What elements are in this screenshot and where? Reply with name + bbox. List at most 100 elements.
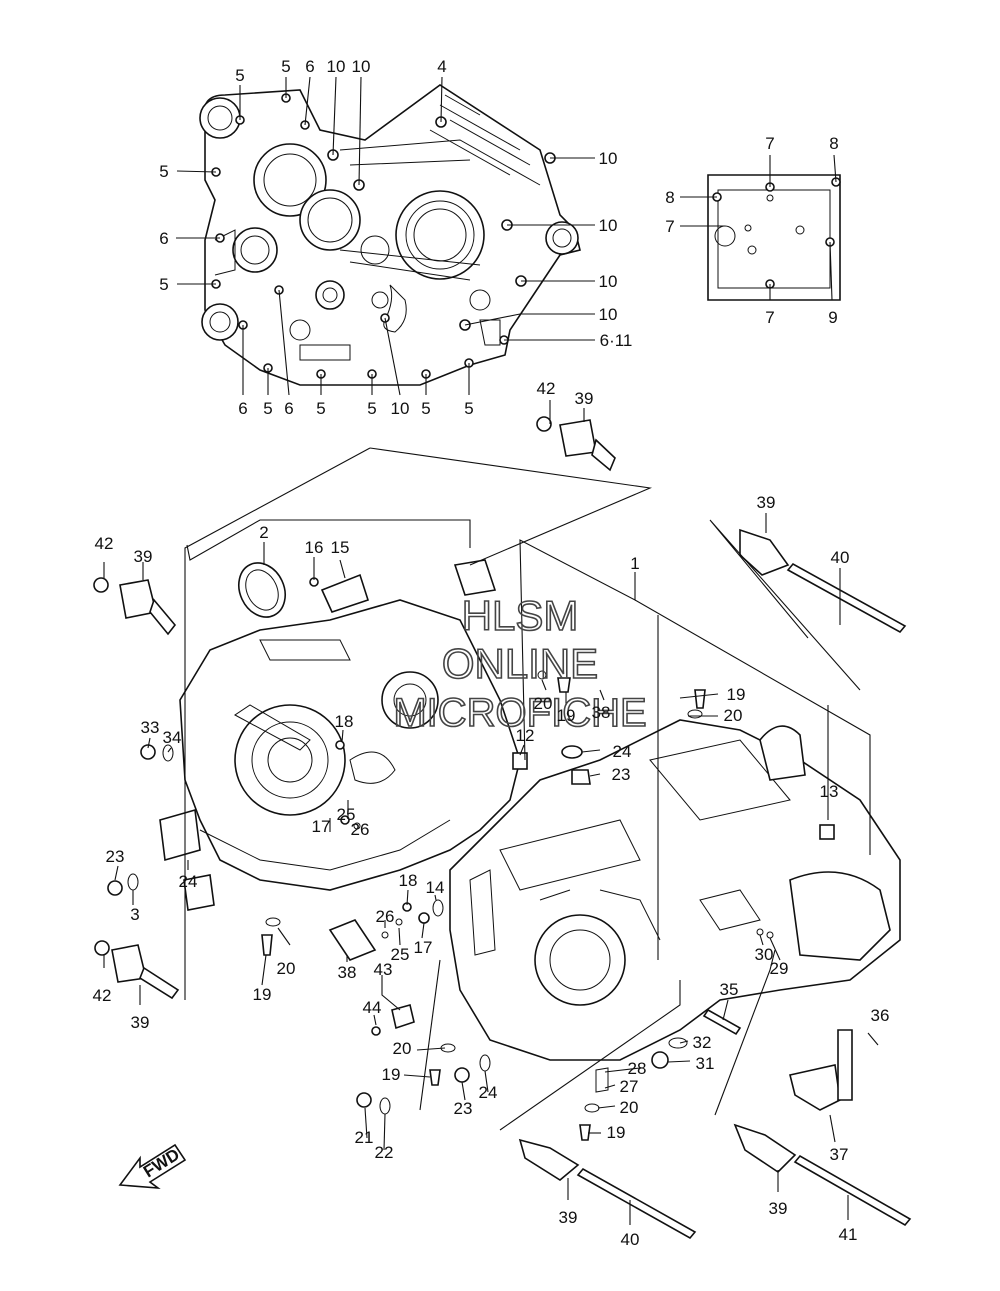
- callout: 15: [331, 538, 350, 557]
- callout: 40: [831, 548, 850, 567]
- callout: 5: [159, 275, 168, 294]
- callout: 17: [312, 817, 331, 836]
- right-crankcase: [449, 719, 901, 1061]
- cover-plate: [680, 154, 841, 301]
- callout: 22: [375, 1143, 394, 1162]
- callout: 12: [516, 726, 535, 745]
- callout: 26: [376, 907, 395, 926]
- leader-lines-top: [176, 76, 595, 396]
- callout: 26: [351, 820, 370, 839]
- callout: 19: [727, 685, 746, 704]
- callout: 38: [592, 703, 611, 722]
- callout: 5: [281, 57, 290, 76]
- callout: 29: [770, 959, 789, 978]
- callout: 4: [437, 57, 446, 76]
- callout: 18: [399, 871, 418, 890]
- callout: 24: [613, 742, 632, 761]
- callout: 40: [621, 1230, 640, 1249]
- callout: 20: [277, 959, 296, 978]
- callout: 24: [479, 1083, 498, 1102]
- callout: 34: [163, 728, 182, 747]
- callout: 21: [355, 1128, 374, 1147]
- callout: 24: [179, 872, 198, 891]
- callout: 42: [93, 986, 112, 1005]
- watermark-line-2: ONLINE: [442, 640, 598, 687]
- callout: 19: [607, 1123, 626, 1142]
- callout: 9: [828, 308, 837, 327]
- callout: 6·11: [600, 331, 633, 350]
- callout: 20: [534, 694, 553, 713]
- callout: 1: [630, 554, 639, 573]
- callout: 16: [305, 538, 324, 557]
- callout: 10: [599, 272, 618, 291]
- callout: 43: [374, 960, 393, 979]
- callout: 27: [620, 1077, 639, 1096]
- callout: 41: [839, 1225, 858, 1244]
- callout: 20: [724, 706, 743, 725]
- callout: 39: [131, 1013, 150, 1032]
- callout: 5: [316, 399, 325, 418]
- callout: 5: [235, 66, 244, 85]
- callout: 2: [259, 523, 268, 542]
- callout: 32: [693, 1033, 712, 1052]
- callout: 6: [159, 229, 168, 248]
- left-crankcase: [159, 599, 521, 891]
- callout: 42: [95, 534, 114, 553]
- watermark: HLSM ONLINE MICROFICHE: [393, 591, 648, 736]
- callout: 10: [599, 305, 618, 324]
- callout: 42: [537, 379, 556, 398]
- callout: 18: [335, 712, 354, 731]
- small-parts: [93, 416, 912, 1240]
- callout: 44: [363, 998, 382, 1017]
- callout: 19: [253, 985, 272, 1004]
- callout: 39: [757, 493, 776, 512]
- callout: 10: [599, 149, 618, 168]
- callout: 8: [665, 188, 674, 207]
- callout: 5: [367, 399, 376, 418]
- callout: 23: [106, 847, 125, 866]
- callout: 7: [665, 217, 674, 236]
- callout: 14: [426, 878, 445, 897]
- callout: 19: [382, 1065, 401, 1084]
- callout: 38: [338, 963, 357, 982]
- callout: 10: [599, 216, 618, 235]
- callout: 3: [130, 905, 139, 924]
- callout: 31: [696, 1054, 715, 1073]
- callout: 23: [454, 1099, 473, 1118]
- callout: 5: [263, 399, 272, 418]
- callout: 8: [829, 134, 838, 153]
- callout: 36: [871, 1006, 890, 1025]
- crankcase-face-view: [199, 84, 581, 386]
- callout: 5: [464, 399, 473, 418]
- callout: 6: [238, 399, 247, 418]
- callout: 30: [755, 945, 774, 964]
- callout: 19: [557, 706, 576, 725]
- callout: 5: [159, 162, 168, 181]
- callout: 23: [612, 765, 631, 784]
- callout: 20: [393, 1039, 412, 1058]
- watermark-line-1: HLSM: [462, 592, 579, 639]
- callout: 5: [421, 399, 430, 418]
- callout: 39: [575, 389, 594, 408]
- callout: 7: [765, 308, 774, 327]
- callout: 10: [391, 399, 410, 418]
- callout: 28: [628, 1059, 647, 1078]
- fastener-holes-top: [211, 93, 556, 379]
- part-callouts: 5 5 6 10 10 4 5 10 6 10 5 10 10 6·11 6 5…: [93, 57, 890, 1249]
- fwd-arrow: FWD: [118, 1143, 187, 1190]
- callout: 17: [414, 938, 433, 957]
- leader-lines-main: [103, 400, 879, 1225]
- callout: 25: [337, 805, 356, 824]
- callout: 6: [305, 57, 314, 76]
- callout: 37: [830, 1145, 849, 1164]
- callout: 6: [284, 399, 293, 418]
- watermark-line-3: MICROFICHE: [393, 691, 646, 735]
- callout: 39: [134, 547, 153, 566]
- callout: 35: [720, 980, 739, 999]
- callout: 10: [352, 57, 371, 76]
- callout: 39: [559, 1208, 578, 1227]
- callout: 33: [141, 718, 160, 737]
- callout: 39: [769, 1199, 788, 1218]
- callout: 25: [391, 945, 410, 964]
